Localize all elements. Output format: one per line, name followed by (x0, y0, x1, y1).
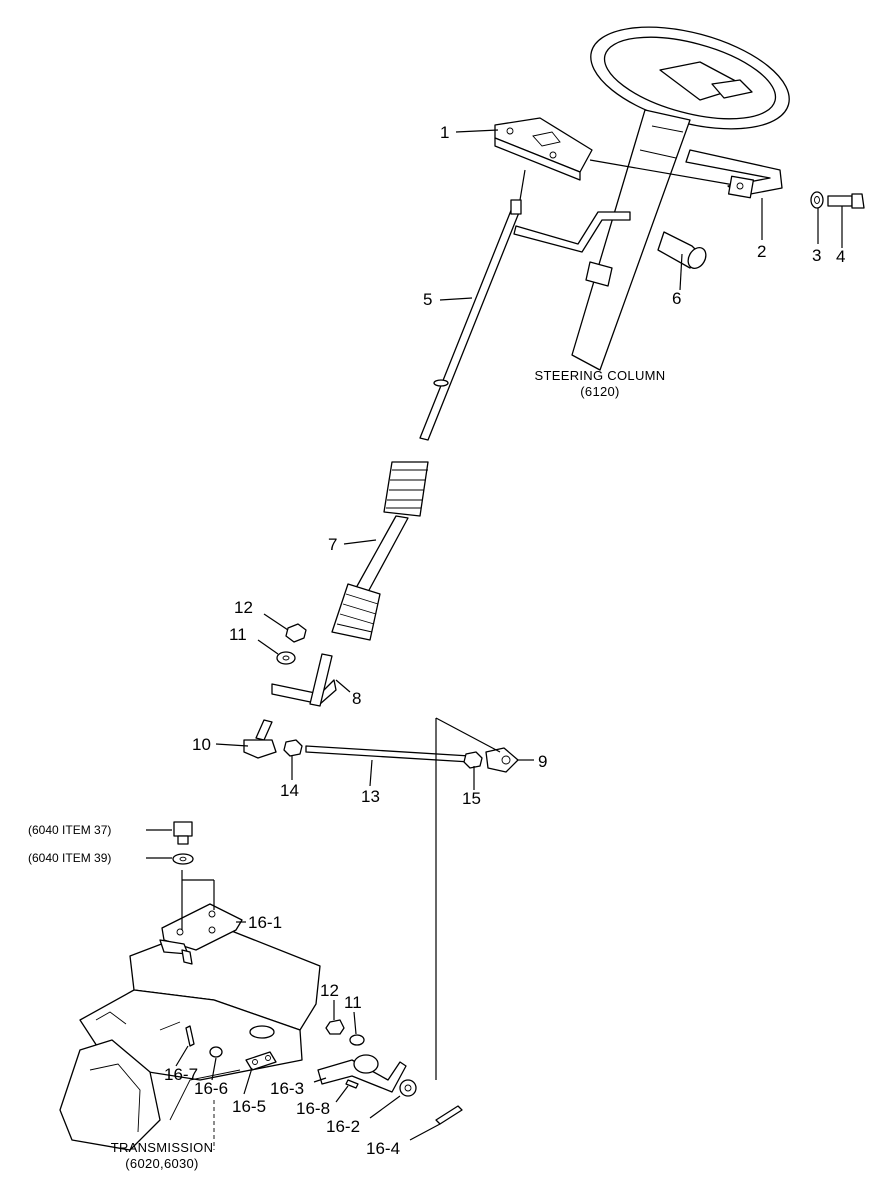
part-2-u-clamp (685, 149, 783, 199)
callout-11-upper: 11 (229, 625, 247, 644)
callout-16-8: 16-8 (296, 1099, 330, 1118)
reference-item-37: (6040 ITEM 37) (28, 823, 111, 837)
callout-16-6: 16-6 (194, 1079, 228, 1098)
reference-item-39: (6040 ITEM 39) (28, 851, 111, 865)
callout-6: 6 (672, 289, 681, 308)
callout-16-4: 16-4 (366, 1139, 400, 1158)
part-16-6-washer (209, 1046, 223, 1058)
part-10-ball-joint (243, 719, 277, 759)
part-5-shift-rod (419, 199, 631, 441)
part-16-2-washer (399, 1079, 417, 1097)
callout-4: 4 (836, 247, 845, 266)
callout-16-1: 16-1 (248, 913, 282, 932)
callout-16-2: 16-2 (326, 1117, 360, 1136)
part-16-5-link (245, 1051, 277, 1071)
steering-column-code: (6120) (580, 384, 619, 399)
callout-1: 1 (440, 123, 449, 142)
ref-item-39-washer (172, 853, 194, 865)
callout-8: 8 (352, 689, 361, 708)
callout-14: 14 (280, 781, 299, 800)
part-12-nut-upper (285, 623, 307, 643)
callout-10: 10 (192, 735, 211, 754)
steering-column-caption: STEERING COLUMN (535, 368, 666, 383)
part-14-nut (283, 739, 303, 757)
transmission-caption: TRANSMISSION (111, 1140, 214, 1155)
part-12-nut-lower (325, 1019, 345, 1035)
part-16-4-pin (435, 1105, 463, 1125)
callout-16-5: 16-5 (232, 1097, 266, 1116)
part-16-1-plate (159, 870, 243, 965)
part-15-nut (463, 751, 483, 769)
callout-7: 7 (328, 535, 337, 554)
callout-11-lower: 11 (344, 993, 362, 1012)
part-1-clamp-block (494, 117, 593, 181)
part-7-coupling-boot (331, 461, 429, 641)
part-9-ball-joint (485, 747, 519, 773)
callout-13: 13 (361, 787, 380, 806)
callout-15: 15 (462, 789, 481, 808)
callout-12-upper: 12 (234, 598, 253, 617)
part-3-washer (810, 191, 824, 209)
transmission-code: (6020,6030) (125, 1156, 198, 1171)
ref-item-37-bolt (173, 821, 193, 845)
part-16-8-pin (345, 1079, 359, 1089)
part-6-knob (657, 231, 707, 269)
callout-5: 5 (423, 290, 432, 309)
part-16-3-lever-arm (317, 1054, 407, 1093)
callout-labels: 1 2 3 4 5 6 7 8 9 10 12 11 13 14 15 16-1… (164, 123, 845, 1158)
callout-16-3: 16-3 (270, 1079, 304, 1098)
callout-3: 3 (812, 246, 821, 265)
part-8-lever (271, 653, 337, 707)
part-11-washer-upper (276, 651, 296, 665)
leader-lines (146, 129, 843, 1141)
callout-16-7: 16-7 (164, 1065, 198, 1084)
part-16-7-cotter-pin (185, 1025, 195, 1047)
part-13-tie-rod (305, 745, 471, 763)
part-4-bolt (827, 193, 865, 209)
callout-2: 2 (757, 242, 766, 261)
callout-12-lower: 12 (320, 981, 339, 1000)
part-11-washer-lower (349, 1034, 365, 1046)
callout-9: 9 (538, 752, 547, 771)
captions: STEERING COLUMN (6120) TRANSMISSION (602… (28, 368, 665, 1171)
steering-column (571, 26, 790, 371)
